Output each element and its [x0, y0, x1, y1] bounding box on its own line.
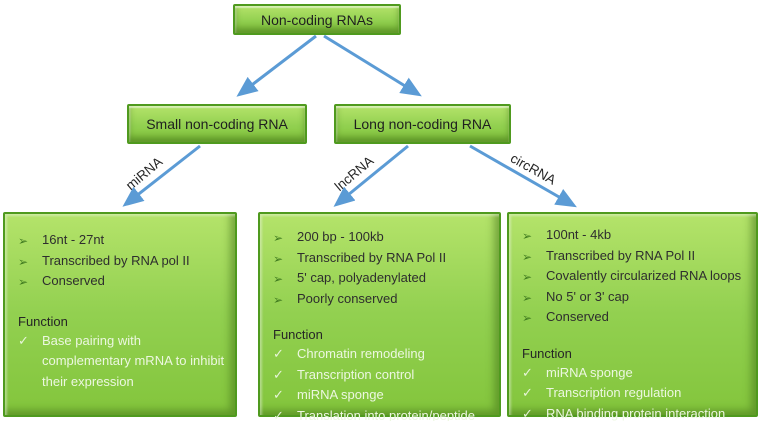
function-text: Translation into protein/peptide	[297, 407, 476, 421]
lncrna-bullet-list: ➢ 200 bp - 100kb ➢ Transcribed by RNA Pol …	[273, 227, 491, 309]
arrow-bullet-icon: ➢	[18, 254, 29, 269]
list-item: ✓ Transcription control	[273, 365, 491, 386]
list-item: ➢ Transcribed by RNA Pol II	[273, 248, 491, 269]
bullet-text: Transcribed by RNA pol II	[42, 252, 190, 268]
function-heading: Function	[18, 313, 68, 329]
function-text: miRNA sponge	[546, 364, 633, 380]
list-item: ➢ 5' cap, polyadenylated	[273, 268, 491, 289]
list-item: ➢ Conserved	[522, 307, 748, 328]
mirna-function-list: ✓ Base pairing with complementary mRNA to…	[18, 331, 227, 393]
list-item: ✓ Base pairing with complementary mRNA to…	[18, 331, 227, 393]
function-text: Chromatin remodeling	[297, 346, 425, 361]
node-long-noncoding-rna: Long non-coding RNA	[334, 104, 511, 144]
edge-label-circrna: circRNA	[508, 151, 559, 188]
edge-label-mirna: miRNA	[123, 154, 165, 193]
arrow-bullet-icon: ➢	[522, 290, 533, 305]
list-item: ➢ Covalently circularized RNA loops	[522, 266, 748, 287]
function-text: Base pairing with complementary mRNA to …	[42, 332, 225, 389]
arrow-bullet-icon: ➢	[273, 292, 284, 307]
arrow-bullet-icon: ➢	[273, 272, 284, 286]
check-icon: ✓	[522, 364, 533, 380]
function-heading: Function	[273, 327, 323, 342]
arrow-bullet-icon: ➢	[522, 311, 533, 325]
list-item: ➢ Conserved	[18, 271, 227, 292]
detail-box-mirna: ➢16nt - 27nt ➢Transcribed by RNA pol II …	[3, 212, 237, 417]
arrow-small-to-mirna	[122, 144, 201, 207]
function-text: Transcription regulation	[546, 385, 682, 400]
check-icon: ✓	[273, 366, 284, 382]
list-item: ✓ Chromatin remodeling	[273, 344, 491, 365]
list-item: ➢ Poorly conserved	[273, 289, 491, 310]
bullet-text: Covalently circularized RNA loops	[546, 268, 742, 283]
arrow-bullet-icon: ➢	[522, 249, 533, 264]
bullet-text: Transcribed by RNA Pol II	[546, 247, 696, 263]
list-item: ✓ Transcription regulation	[522, 383, 748, 404]
arrow-bullet-icon: ➢	[18, 275, 29, 289]
list-item: ✓ Translation into protein/peptide	[273, 406, 491, 421]
arrow-bullet-icon: ➢	[18, 234, 29, 248]
lncrna-function-list: ✓ Chromatin remodeling ✓ Transcription con…	[273, 344, 491, 421]
bullet-text: Conserved	[546, 309, 609, 324]
arrow-root-to-long	[323, 34, 422, 97]
arrow-long-to-circrna	[469, 144, 577, 208]
check-icon: ✓	[273, 346, 284, 361]
arrow-bullet-icon: ➢	[273, 251, 284, 266]
list-item: ➢ No 5' or 3' cap	[522, 287, 748, 308]
bullet-text: 200 bp - 100kb	[297, 229, 384, 244]
arrow-bullet-icon: ➢	[273, 231, 284, 245]
detail-box-circrna: ➢100nt - 4kb ➢Transcribed by RNA Pol II …	[507, 212, 758, 421]
arrow-long-to-lncrna	[333, 144, 409, 207]
check-icon: ✓	[273, 407, 284, 421]
check-icon: ✓	[522, 385, 533, 400]
check-icon: ✓	[522, 405, 533, 421]
bullet-text: Poorly conserved	[297, 290, 398, 306]
arrow-bullet-icon: ➢	[522, 270, 533, 284]
list-item: ✓ miRNA sponge	[522, 363, 748, 384]
list-item: ✓ miRNA sponge	[273, 385, 491, 406]
bullet-text: Conserved	[42, 273, 105, 288]
circrna-bullet-list: ➢100nt - 4kb ➢Transcribed by RNA Pol II …	[522, 225, 748, 328]
check-icon: ✓	[273, 387, 284, 402]
bullet-text: Transcribed by RNA Pol II	[297, 249, 447, 265]
node-noncoding-rnas: Non-coding RNAs	[233, 4, 401, 35]
detail-box-lncrna: ➢ 200 bp - 100kb ➢ Transcribed by RNA Pol …	[258, 212, 501, 421]
node-small-noncoding-rna-label: Small non-coding RNA	[146, 116, 288, 132]
node-noncoding-rnas-label: Non-coding RNAs	[260, 11, 374, 28]
list-item: ➢ Transcribed by RNA pol II	[18, 251, 227, 272]
bullet-text: No 5' or 3' cap	[546, 288, 630, 304]
list-item: ✓ RNA binding protein interaction	[522, 404, 748, 421]
function-heading: Function	[522, 345, 572, 361]
node-long-noncoding-rna-label: Long non-coding RNA	[353, 116, 492, 132]
bullet-text: 100nt - 4kb	[546, 227, 612, 242]
circrna-function-list: ✓miRNA sponge ✓Transcription regulation …	[522, 363, 748, 421]
mirna-bullet-list: ➢16nt - 27nt ➢Transcribed by RNA pol II …	[18, 230, 227, 292]
bullet-text: 5' cap, polyadenylated	[297, 270, 426, 285]
edge-label-lncrna: lncRNA	[332, 153, 377, 194]
arrow-root-to-small	[236, 34, 317, 97]
node-small-noncoding-rna: Small non-coding RNA	[127, 104, 307, 144]
check-icon: ✓	[18, 332, 29, 348]
bullet-text: 16nt - 27nt	[42, 232, 105, 247]
function-text: Transcription control	[297, 366, 415, 382]
list-item: ➢ 16nt - 27nt	[18, 230, 227, 251]
arrow-bullet-icon: ➢	[522, 229, 533, 243]
function-text: RNA binding protein interaction	[546, 405, 726, 421]
list-item: ➢ 200 bp - 100kb	[273, 227, 491, 248]
list-item: ➢ 100nt - 4kb	[522, 225, 748, 246]
function-text: miRNA sponge	[297, 387, 384, 402]
list-item: ➢ Transcribed by RNA Pol II	[522, 246, 748, 267]
